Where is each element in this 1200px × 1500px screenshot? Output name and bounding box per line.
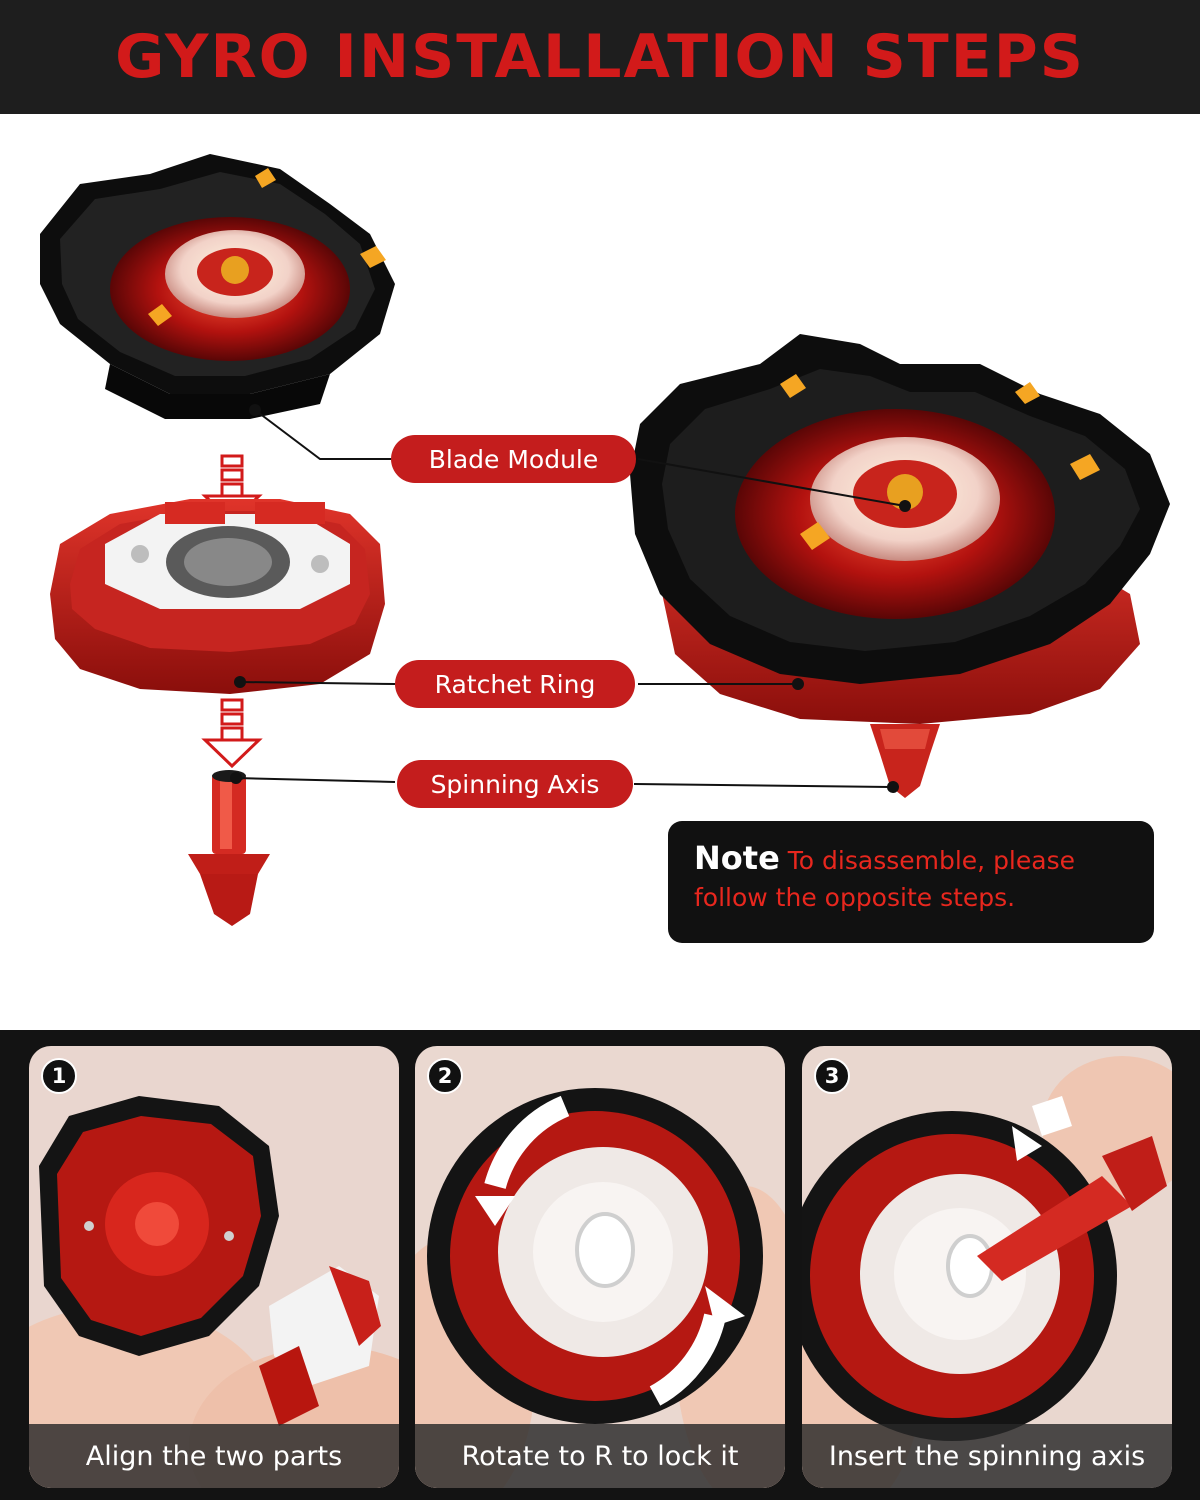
leader-lines [235,409,906,788]
step-number-badge: 1 [41,1058,77,1094]
arrow-down-icon [201,698,263,769]
step-caption: Rotate to R to lock it [415,1424,785,1488]
note-text: To disassemble, please follow the opposi… [694,846,1075,912]
label-spinning-axis: Spinning Axis [397,760,633,808]
exploded-diagram: Blade Module Ratchet Ring Spinning Axis … [0,114,1200,1030]
step-3-photo [802,1046,1172,1488]
spinning-axis-part [188,770,270,926]
ratchet-ring-part [50,499,385,694]
label-blade-module: Blade Module [391,435,636,483]
blade-module-part [40,154,395,419]
header-banner: GYRO INSTALLATION STEPS [0,0,1200,114]
page-title: GYRO INSTALLATION STEPS [115,22,1085,92]
step-card-2: 2 Rotate to R to lock it [415,1046,785,1488]
step-number-badge: 2 [427,1058,463,1094]
note-title: Note [694,839,780,877]
steps-section: 1 Align the two parts 2 Rotate to R to l… [0,1030,1200,1500]
step-2-photo [415,1046,785,1488]
step-card-3: 3 Insert the spinning axis [802,1046,1172,1488]
step-number-badge: 3 [814,1058,850,1094]
diagram-illustration [40,154,1170,926]
step-caption: Align the two parts [29,1424,399,1488]
step-caption: Insert the spinning axis [802,1424,1172,1488]
label-ratchet-ring: Ratchet Ring [395,660,635,708]
step-1-photo [29,1046,399,1488]
step-card-1: 1 Align the two parts [29,1046,399,1488]
assembled-gyro [630,334,1170,798]
leader-dots [230,404,911,793]
